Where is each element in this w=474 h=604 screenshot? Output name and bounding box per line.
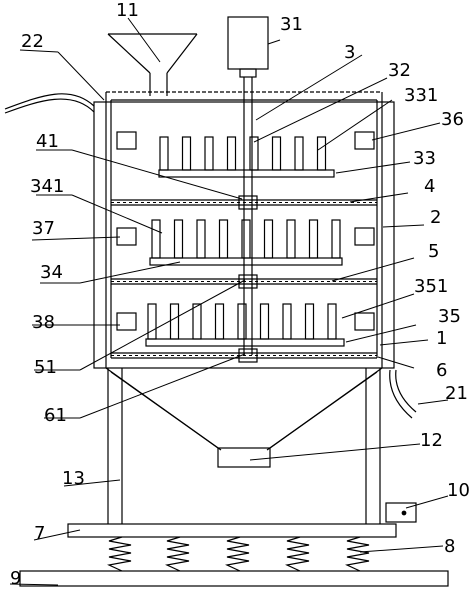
- rotor-tooth: [263, 219, 274, 259]
- rotor-tooth: [331, 219, 341, 259]
- label-22: 22: [21, 31, 44, 52]
- rotor-tooth: [151, 219, 161, 259]
- rotor-tooth: [192, 303, 202, 340]
- label-7: 7: [34, 523, 45, 544]
- label-1: 1: [436, 328, 447, 349]
- support-legs: [107, 368, 381, 524]
- rotor-tooth: [271, 136, 282, 171]
- lower-rotor-bar: [145, 338, 345, 347]
- label-35: 35: [438, 306, 461, 327]
- label-341: 341: [30, 176, 64, 197]
- label-33: 33: [413, 148, 436, 169]
- rotor-tooth: [304, 303, 315, 340]
- middle-rotor-bar: [149, 257, 343, 266]
- upper-rotor-bar: [158, 169, 335, 178]
- label-37: 37: [32, 218, 55, 239]
- label-2: 2: [430, 207, 441, 228]
- label-3: 3: [344, 42, 355, 63]
- label-21: 21: [445, 383, 468, 404]
- label-11: 11: [116, 0, 139, 21]
- rotor-tooth: [214, 303, 225, 340]
- label-12: 12: [420, 430, 443, 451]
- rotor-tooth: [294, 136, 304, 171]
- rotor-tooth: [259, 303, 270, 340]
- label-10: 10: [447, 480, 470, 501]
- label-8: 8: [444, 536, 455, 557]
- label-4: 4: [424, 176, 435, 197]
- label-36: 36: [441, 109, 464, 130]
- coupling-upper: [238, 195, 258, 210]
- rotor-tooth: [249, 136, 259, 171]
- label-5: 5: [428, 241, 439, 262]
- rotor-tooth: [204, 136, 214, 171]
- label-9: 9: [10, 568, 21, 589]
- rotor-tooth: [159, 136, 169, 171]
- rotor-tooth: [241, 219, 251, 259]
- coupling-middle: [238, 274, 258, 289]
- label-51: 51: [34, 357, 57, 378]
- rotor-tooth: [169, 303, 180, 340]
- side-blocks: [116, 131, 375, 331]
- control-box: [385, 502, 417, 523]
- rotor-tooth: [147, 303, 157, 340]
- cable-left: [4, 93, 95, 110]
- cable-right: [389, 369, 413, 419]
- rotor-tooth: [196, 219, 206, 259]
- rotor-tooth: [327, 303, 337, 340]
- rotor-tooth: [173, 219, 184, 259]
- rotor-tooth: [181, 136, 192, 171]
- label-351: 351: [414, 276, 448, 297]
- feed-hopper: [107, 33, 198, 96]
- upper-rotor-teeth: [159, 136, 327, 171]
- label-31: 31: [280, 14, 303, 35]
- label-41: 41: [36, 131, 59, 152]
- rotor-tooth: [218, 219, 229, 259]
- rotor-tooth: [282, 303, 292, 340]
- sieve-plates: [111, 199, 377, 359]
- label-13: 13: [62, 468, 85, 489]
- leader-lines: [9, 17, 449, 586]
- rotor-tooth: [226, 136, 237, 171]
- motor: [227, 16, 269, 70]
- label-6: 6: [436, 360, 447, 381]
- springs: [107, 536, 370, 572]
- ground-base-plate: [19, 570, 449, 587]
- label-61: 61: [44, 405, 67, 426]
- discharge-funnel: [105, 367, 383, 468]
- rotor-tooth: [237, 303, 247, 340]
- rotor-tooth: [316, 136, 327, 171]
- middle-rotor-teeth: [151, 219, 341, 259]
- platform-plate: [67, 523, 397, 538]
- label-331: 331: [404, 85, 438, 106]
- rotor-tooth: [286, 219, 296, 259]
- label-38: 38: [32, 312, 55, 333]
- rotor-tooth: [308, 219, 319, 259]
- label-32: 32: [388, 60, 411, 81]
- coupling-lower: [238, 348, 258, 363]
- label-34: 34: [40, 262, 63, 283]
- lower-rotor-teeth: [147, 303, 337, 340]
